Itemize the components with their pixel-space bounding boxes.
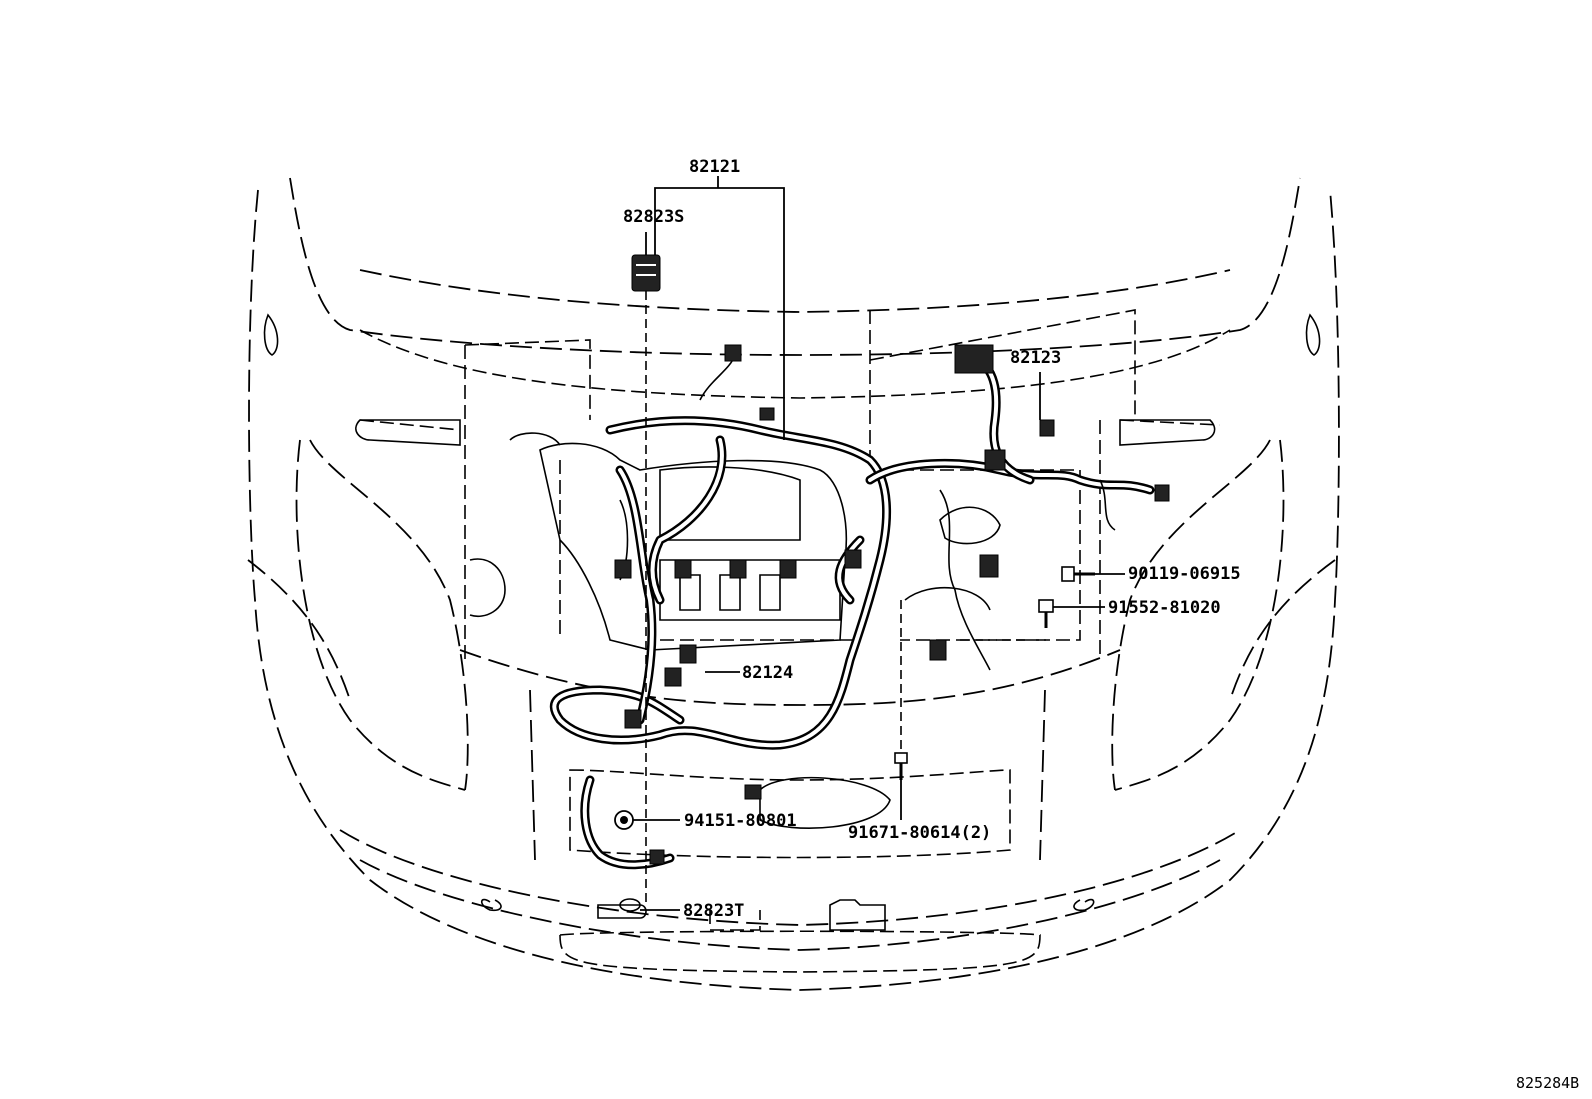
bolt-90119-06915 bbox=[1061, 566, 1095, 582]
label-82124: 82124 bbox=[742, 663, 793, 683]
bolt-91671-80614 bbox=[894, 752, 908, 780]
label-94151-80801: 94151-80801 bbox=[684, 811, 797, 831]
figure-code: 825284B bbox=[1516, 1074, 1579, 1092]
bolt-91552-81020 bbox=[1038, 599, 1054, 628]
clip-82823s bbox=[631, 254, 661, 292]
label-82123: 82123 bbox=[1010, 348, 1061, 368]
label-91671-80614: 91671-80614(2) bbox=[848, 823, 991, 843]
leader-lines bbox=[633, 176, 1125, 911]
grommet-82823t bbox=[597, 898, 647, 919]
label-90119-06915: 90119-06915 bbox=[1128, 564, 1241, 584]
label-82823t: 82823T bbox=[683, 901, 744, 921]
label-82121: 82121 bbox=[689, 157, 740, 177]
part-labels: 82121 82823S 82123 90119-06915 91552-810… bbox=[623, 157, 1241, 921]
nut-94151-80801 bbox=[614, 810, 634, 830]
label-91552-81020: 91552-81020 bbox=[1108, 598, 1221, 618]
vehicle-body-outline bbox=[247, 177, 1340, 991]
label-82823s: 82823S bbox=[623, 207, 684, 227]
wire-harness bbox=[549, 344, 1170, 870]
